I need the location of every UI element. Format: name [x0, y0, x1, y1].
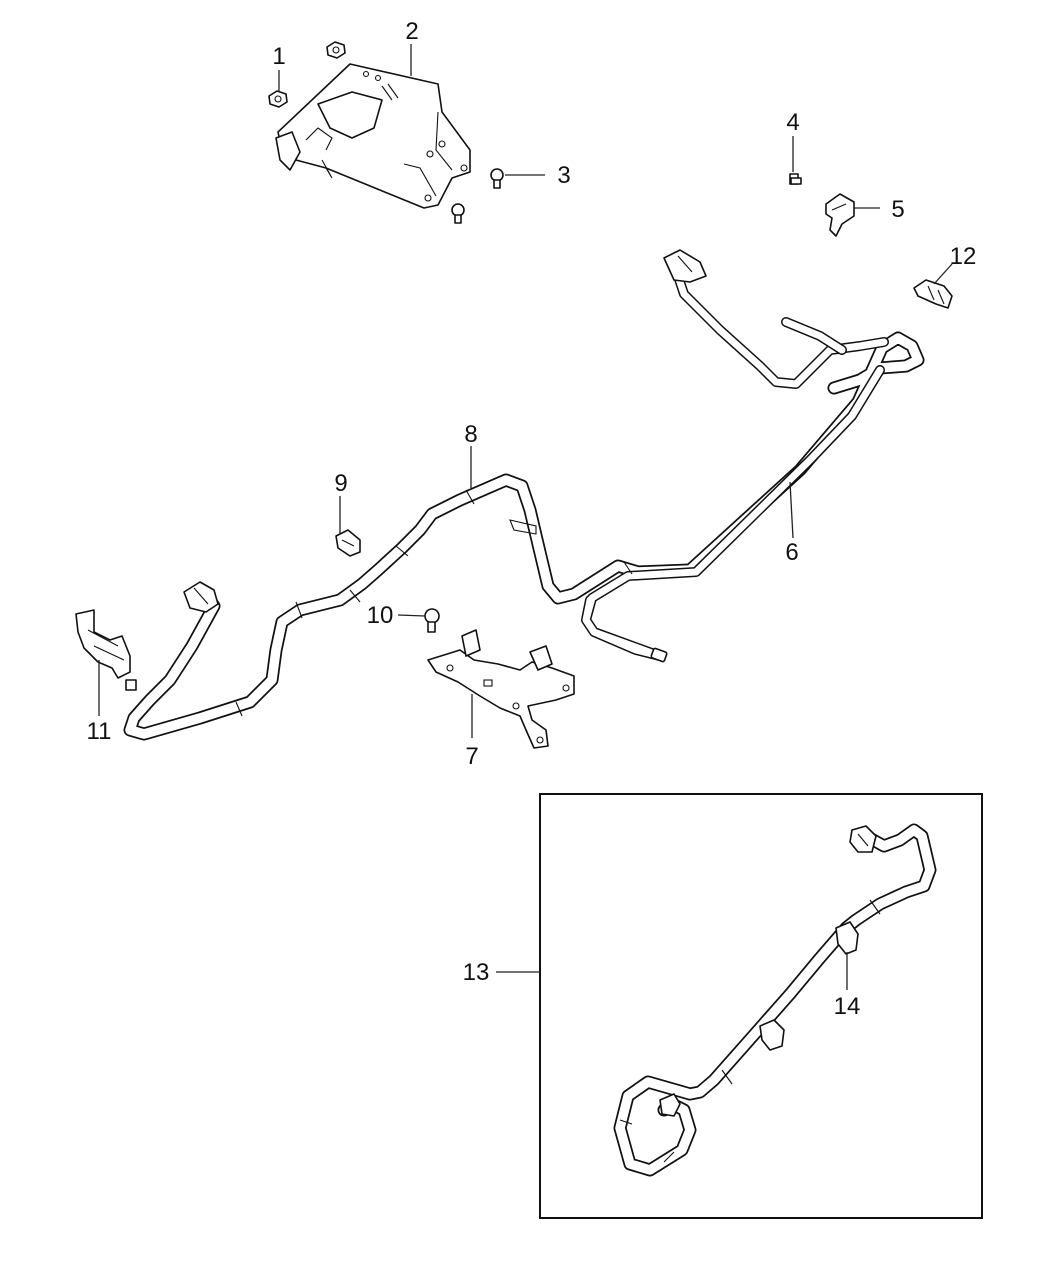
callout-2: 2: [405, 18, 418, 45]
hex-nut-left: [268, 90, 288, 108]
detail-clip-lower: [659, 1093, 681, 1117]
detail-box: [539, 793, 983, 1219]
connector-clip: [335, 529, 361, 557]
callout-3: 3: [557, 162, 570, 189]
leader-12: [933, 263, 953, 285]
detail-clip-upper: [835, 921, 859, 955]
callout-10: 10: [367, 602, 394, 629]
leader-10: [397, 614, 426, 617]
callout-8: 8: [464, 421, 477, 448]
callout-4: 4: [786, 109, 799, 136]
hex-nut-upper: [326, 41, 346, 59]
tube-bracket-left: [75, 609, 137, 691]
callout-9: 9: [334, 470, 347, 497]
support-bracket: [427, 629, 575, 749]
callout-13: 13: [463, 959, 490, 986]
callout-1: 1: [272, 43, 285, 70]
detail-clip-middle: [759, 1019, 785, 1051]
fuel-tube-assembly: [123, 249, 925, 741]
mounting-bracket-plate: [275, 63, 471, 209]
callout-7: 7: [465, 743, 478, 770]
leader-6: [789, 481, 794, 539]
callout-14: 14: [834, 993, 861, 1020]
screw: [789, 173, 802, 185]
tube-clip: [913, 279, 953, 309]
callout-6: 6: [785, 539, 798, 566]
bolt-lower: [451, 203, 465, 224]
callout-12: 12: [950, 243, 977, 270]
retainer-clip: [825, 193, 855, 237]
callout-5: 5: [891, 196, 904, 223]
bolt-right: [490, 168, 504, 189]
callout-11: 11: [87, 718, 112, 745]
bolt-center: [424, 608, 440, 633]
detail-fuel-tube: [613, 823, 937, 1177]
